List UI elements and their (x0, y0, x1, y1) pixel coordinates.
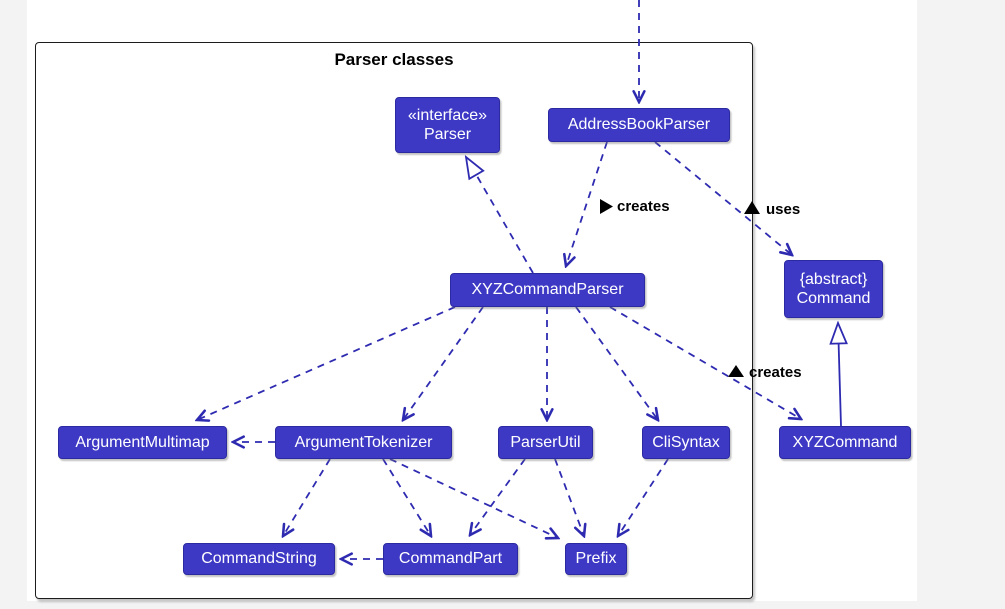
class-node-parserutil: ParserUtil (498, 426, 593, 459)
class-name: CommandString (201, 550, 317, 568)
class-name: ArgumentTokenizer (294, 433, 433, 451)
class-node-xyzcommandparser: XYZCommandParser (450, 273, 645, 307)
class-node-addressbookparser: AddressBookParser (548, 108, 730, 142)
class-stereotype: {abstract} (799, 270, 868, 288)
edge-label-uses: uses (766, 201, 801, 218)
class-node-clisyntax: CliSyntax (642, 426, 730, 459)
class-node-argumentmultimap: ArgumentMultimap (58, 426, 227, 459)
class-name: XYZCommand (792, 433, 898, 451)
class-name: AddressBookParser (567, 116, 711, 134)
class-node-prefix: Prefix (565, 543, 627, 575)
class-name: ParserUtil (510, 433, 581, 451)
edge-label-creates-2: creates (749, 364, 802, 381)
class-node-command: {abstract} Command (784, 260, 883, 318)
frame-title: Parser classes (334, 50, 454, 69)
class-name: Command (796, 290, 871, 307)
edge-label-creates: creates (617, 198, 670, 215)
class-name: Parser (423, 126, 472, 143)
class-node-parser: «interface» Parser (395, 97, 500, 153)
class-node-commandstring: CommandString (183, 543, 335, 575)
class-name: ArgumentMultimap (75, 433, 210, 451)
class-node-commandpart: CommandPart (383, 543, 518, 575)
class-name: CommandPart (398, 550, 503, 568)
class-name: CliSyntax (652, 433, 720, 451)
class-name: Prefix (575, 550, 617, 568)
class-stereotype: «interface» (407, 106, 488, 124)
class-node-argumenttokenizer: ArgumentTokenizer (275, 426, 452, 459)
class-node-xyzcommand: XYZCommand (779, 426, 911, 459)
class-name: XYZCommandParser (471, 281, 624, 299)
